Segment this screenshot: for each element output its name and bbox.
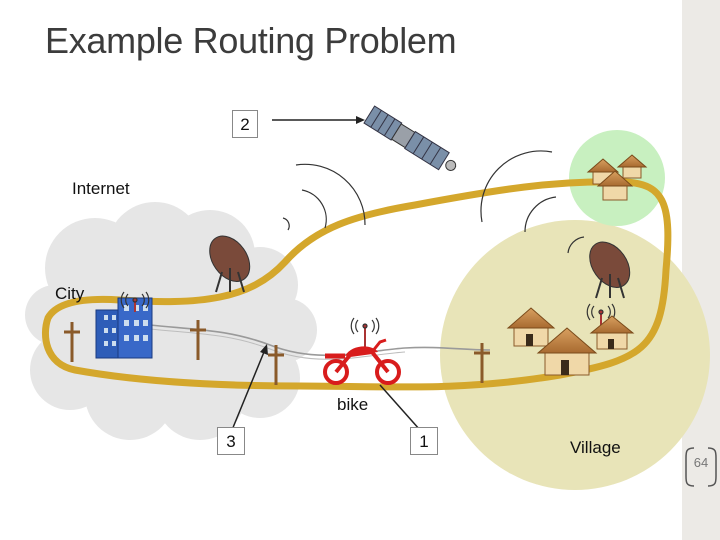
hut-icon: [616, 154, 648, 179]
radio-waves: [282, 150, 585, 254]
hut-icon: [589, 315, 635, 350]
road-loop: [42, 178, 672, 391]
internet-label: Internet: [72, 179, 130, 198]
hut-icon: [506, 307, 556, 347]
dish-antenna-icon: [209, 235, 251, 293]
motorcycle-icon: [323, 338, 401, 385]
hut-icon: [536, 327, 598, 376]
satellite-icon: [363, 105, 457, 171]
page-number-bracket: [685, 447, 717, 487]
city-cloud: [25, 202, 317, 440]
wireless-tower-icon: [120, 291, 150, 312]
village-label: Village: [570, 438, 621, 457]
road-connector-line: [379, 384, 421, 431]
hut-icon: [596, 170, 634, 201]
bike-path-cost: 3: [217, 427, 245, 455]
utility-pole-icon: [64, 320, 490, 385]
bike-path-arrow: [231, 351, 265, 431]
bike-label: bike: [337, 395, 369, 414]
road-cost: 1: [410, 427, 438, 455]
city-label: City: [55, 284, 85, 303]
page-number: 64: [693, 455, 709, 470]
dish-antenna-icon: [589, 241, 631, 299]
slide-title: Example Routing Problem: [45, 20, 457, 61]
satellite-link-cost: 2: [232, 110, 258, 138]
wireless-tower-icon: [350, 317, 380, 352]
